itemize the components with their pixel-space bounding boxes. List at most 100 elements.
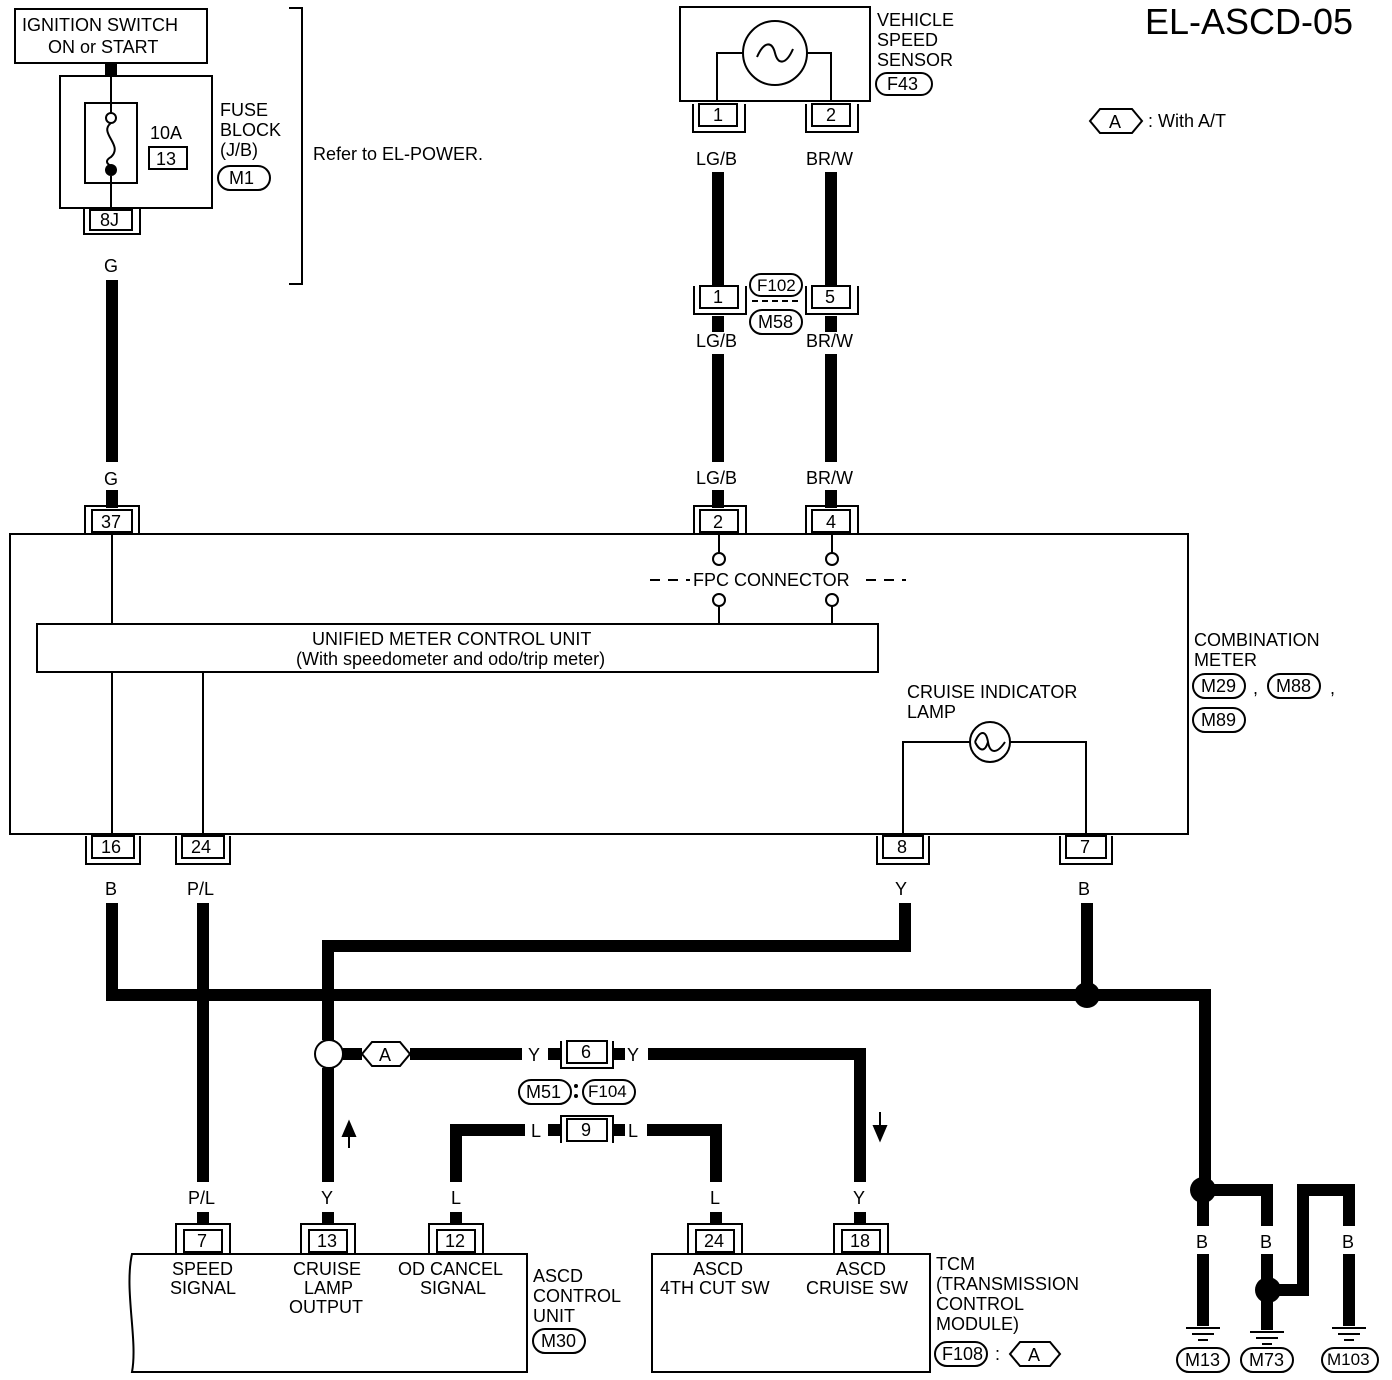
joint1-connector-bottom: M58	[758, 312, 793, 332]
cruise-lamp-label2: LAMP	[907, 702, 956, 722]
wire-label-pl-24: P/L	[187, 879, 214, 899]
ascd-unit-label3: UNIT	[533, 1306, 575, 1326]
meter-pin-37: 37	[101, 512, 121, 532]
meter-pin-7: 7	[1080, 837, 1090, 857]
tcm-connector: F108	[942, 1344, 983, 1364]
refer-note: Refer to EL-POWER.	[313, 144, 483, 164]
wire-label-y-8: Y	[895, 879, 907, 899]
tcm-label4: MODULE)	[936, 1314, 1019, 1334]
wire-label-brw-3: BR/W	[806, 468, 853, 488]
fpc-connector-label: FPC CONNECTOR	[693, 570, 850, 590]
wire-label-y-joint-right: Y	[627, 1045, 639, 1065]
ascd-unit-label1: ASCD	[533, 1266, 583, 1286]
wire-label-b-ground-3: B	[1296, 1232, 1308, 1252]
ascd-speed-signal-1: SPEED	[172, 1259, 233, 1279]
tcm-cruise-sw-1: ASCD	[836, 1259, 886, 1279]
joint2-pin-top: 6	[581, 1042, 591, 1062]
ground-connector-m13: M13	[1185, 1350, 1220, 1370]
meter-pin-2: 2	[713, 512, 723, 532]
tcm-label2: (TRANSMISSION	[936, 1274, 1079, 1294]
wire-label-y-joint-left: Y	[528, 1045, 540, 1065]
joint1-pin-left: 1	[713, 287, 723, 307]
splice-point-b	[1074, 982, 1100, 1008]
joint1-pin-right: 5	[825, 287, 835, 307]
meter-connector-m89: M89	[1201, 710, 1236, 730]
meter-pin-8: 8	[897, 837, 907, 857]
splice-point-y	[314, 1039, 344, 1069]
ground-icon	[1250, 1331, 1284, 1345]
wire-label-l-bottom-right: L	[710, 1188, 720, 1208]
wire-label-b-ground-1: B	[1196, 1232, 1208, 1252]
wire-label-l-bottom-left: L	[451, 1188, 461, 1208]
ascd-pin-13: 13	[317, 1231, 337, 1251]
diagram-title: EL-ASCD-05	[1145, 1, 1353, 42]
joint1-connector-top: F102	[757, 276, 796, 295]
joint2-connector-left: M51	[526, 1082, 561, 1102]
ascd-pin-7: 7	[197, 1231, 207, 1251]
ascd-cruise-lamp-2: LAMP	[304, 1278, 353, 1298]
tcm-at-symbol: A	[1028, 1345, 1040, 1365]
meter-pin-4: 4	[826, 512, 836, 532]
tcm-cruise-sw-2: CRUISE SW	[806, 1278, 908, 1298]
ascd-control-unit-box	[128, 1253, 528, 1373]
ignition-switch-box	[14, 8, 208, 64]
vss-pin1: 1	[713, 105, 723, 125]
vss-connector: F43	[887, 74, 918, 94]
unified-unit-line2: (With speedometer and odo/trip meter)	[296, 649, 605, 669]
meter-pin-16: 16	[101, 837, 121, 857]
meter-connector-sep1: ,	[1253, 678, 1258, 698]
wire-label-pl-bottom: P/L	[188, 1188, 215, 1208]
meter-connector-m29: M29	[1201, 676, 1236, 696]
branch-at-symbol: A	[379, 1045, 391, 1065]
combination-meter-label2: METER	[1194, 650, 1257, 670]
fuse-block-label3: (J/B)	[220, 140, 258, 160]
legend-text: : With A/T	[1148, 111, 1226, 131]
meter-pin-24: 24	[191, 837, 211, 857]
vss-pin2: 2	[826, 105, 836, 125]
fuse-terminal-8j: 8J	[100, 210, 119, 230]
wire-label-lgb-1: LG/B	[696, 149, 737, 169]
fuse-block-label2: BLOCK	[220, 120, 281, 140]
vss-label2: SPEED	[877, 30, 938, 50]
fuse-rating: 10A	[150, 123, 182, 143]
ignition-switch-line2: ON or START	[48, 37, 158, 57]
ground-connector-m103: M103	[1327, 1350, 1370, 1369]
arrow-up-icon	[341, 1119, 357, 1148]
wire-label-b-ground-2: B	[1260, 1232, 1272, 1252]
legend-symbol-shape	[1088, 108, 1144, 134]
fuse-block-label1: FUSE	[220, 100, 268, 120]
cruise-lamp-label1: CRUISE INDICATOR	[907, 682, 1077, 702]
joint2-connector-right: F104	[588, 1082, 627, 1101]
wire-label-b-16: B	[105, 879, 117, 899]
tcm-connector-colon: :	[995, 1344, 1000, 1364]
ground-icon	[1186, 1327, 1220, 1341]
vss-label1: VEHICLE	[877, 10, 954, 30]
combination-meter-box	[9, 533, 1189, 835]
ascd-speed-signal-2: SIGNAL	[170, 1278, 236, 1298]
tcm-pin-18: 18	[850, 1231, 870, 1251]
ground-icon	[1332, 1327, 1366, 1341]
fuse-number: 13	[156, 149, 176, 169]
wire-label-y-bottom-right: Y	[853, 1188, 865, 1208]
wire-label-g-bottom: G	[104, 469, 118, 489]
ignition-switch-line1: IGNITION SWITCH	[22, 15, 178, 35]
legend-symbol: A	[1109, 112, 1121, 132]
tcm-label1: TCM	[936, 1254, 975, 1274]
vss-label3: SENSOR	[877, 50, 953, 70]
ascd-od-cancel-1: OD CANCEL	[398, 1259, 503, 1279]
wire-label-y-bottom-left: Y	[321, 1188, 333, 1208]
wire-label-brw-2: BR/W	[806, 331, 853, 351]
tcm-box	[651, 1253, 931, 1373]
lamp-icon	[969, 721, 1011, 763]
meter-connector-sep2: ,	[1330, 678, 1335, 698]
fuse-block-connector: M1	[229, 168, 254, 188]
ascd-cruise-lamp-1: CRUISE	[293, 1259, 361, 1279]
wire-label-b-7: B	[1078, 879, 1090, 899]
wire-label-g-top: G	[104, 256, 118, 276]
ground-connector-m73: M73	[1249, 1350, 1284, 1370]
tcm-pin-24: 24	[704, 1231, 724, 1251]
tcm-4th-cut-1: ASCD	[693, 1259, 743, 1279]
wire-label-lgb-3: LG/B	[696, 468, 737, 488]
ascd-od-cancel-2: SIGNAL	[420, 1278, 486, 1298]
